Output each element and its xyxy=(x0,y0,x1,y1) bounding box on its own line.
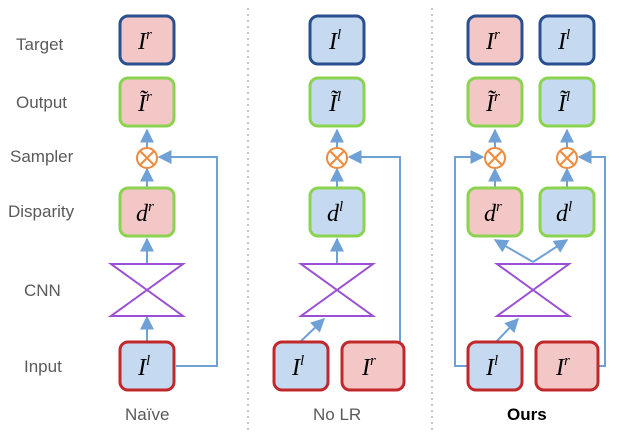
svg-text:dl: dl xyxy=(556,199,572,227)
column-label-ours: Ours xyxy=(507,405,547,424)
svg-text:dr: dr xyxy=(484,199,502,227)
svg-text:Il: Il xyxy=(557,27,570,55)
ours-cnn-icon xyxy=(493,263,573,317)
ours-target-left-box: Il xyxy=(538,14,596,66)
naive-cnn-icon xyxy=(107,263,187,317)
svg-text:Ir: Ir xyxy=(137,27,152,55)
svg-text:Il: Il xyxy=(291,353,304,381)
row-label-input: Input xyxy=(24,357,62,376)
row-label-cnn: CNN xyxy=(24,281,61,300)
naive-disparity-box: dr xyxy=(118,186,176,238)
naive-sampler-icon xyxy=(136,147,158,169)
ours-target-right-box: Ir xyxy=(466,14,524,66)
ours-sampler-right-icon xyxy=(484,147,506,169)
svg-text:dl: dl xyxy=(327,199,343,227)
nolr-target-box: Il xyxy=(308,14,366,66)
naive-input-box: Il xyxy=(118,340,176,392)
row-label-disparity: Disparity xyxy=(8,202,75,221)
row-label-output: Output xyxy=(16,93,67,112)
ours-input-right-box: Ir xyxy=(534,340,600,392)
nolr-disparity-box: dl xyxy=(308,186,366,238)
svg-text:Il: Il xyxy=(328,27,341,55)
svg-text:Ir: Ir xyxy=(485,27,500,55)
svg-text:Il: Il xyxy=(137,353,150,381)
svg-text:Il: Il xyxy=(485,353,498,381)
ours-input-left-box: Il xyxy=(466,340,524,392)
column-label-no-lr: No LR xyxy=(313,405,361,424)
ours-output-right-box: Ĩr xyxy=(466,76,524,128)
svg-text:Ir: Ir xyxy=(555,353,570,381)
nolr-output-box: Ĩl xyxy=(308,76,366,128)
nolr-input-left-box: Il xyxy=(272,340,330,392)
nolr-sampler-icon xyxy=(326,147,348,169)
nolr-cnn-icon xyxy=(297,263,377,317)
naive-target-box: Ir xyxy=(118,14,176,66)
column-label-naive: Naïve xyxy=(125,405,169,424)
ours-disparity-left-box: dl xyxy=(538,186,596,238)
row-label-sampler: Sampler xyxy=(10,147,74,166)
naive-output-box: Ĩr xyxy=(118,76,176,128)
ours-output-left-box: Ĩl xyxy=(538,76,596,128)
connectors xyxy=(140,128,606,367)
nolr-input-right-box: Ir xyxy=(340,340,406,392)
svg-text:Ir: Ir xyxy=(361,353,376,381)
svg-text:dr: dr xyxy=(136,199,154,227)
ours-sampler-left-icon xyxy=(556,147,578,169)
row-label-target: Target xyxy=(16,35,64,54)
ours-disparity-right-box: dr xyxy=(466,186,524,238)
